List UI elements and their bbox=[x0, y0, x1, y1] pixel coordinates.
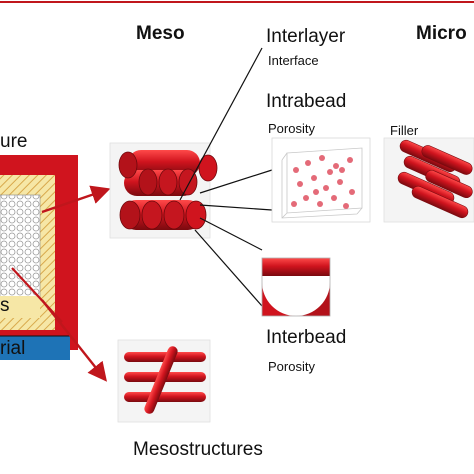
filler-cylinders bbox=[383, 137, 474, 223]
porosity-cube bbox=[271, 137, 371, 223]
meso-bead-stack bbox=[109, 142, 218, 239]
micro-header: Micro bbox=[416, 23, 467, 44]
intrabead-porosity-label: Porosity bbox=[268, 121, 315, 136]
filler-label: Filler bbox=[390, 123, 419, 138]
intrabead-label: Intrabead bbox=[266, 91, 347, 112]
meso-header: Meso bbox=[136, 23, 185, 44]
leader-lines bbox=[179, 47, 273, 307]
interbead-inset bbox=[261, 257, 331, 317]
macro-layer-label: s bbox=[0, 295, 10, 316]
arrow-to-mesostructures bbox=[41, 299, 107, 382]
arrow-to-meso bbox=[41, 185, 111, 214]
interbead-porosity-label: Porosity bbox=[268, 359, 315, 374]
mesostructures-label: Mesostructures bbox=[133, 439, 263, 460]
interlayer-label: Interlayer bbox=[266, 26, 346, 47]
macro-material-label: rial bbox=[0, 338, 26, 359]
macro-structure-label: ure bbox=[0, 131, 28, 152]
mesostructures-icon bbox=[117, 339, 211, 423]
macro-structure bbox=[0, 155, 78, 360]
interface-label: Interface bbox=[268, 53, 319, 68]
interbead-label: Interbead bbox=[266, 327, 347, 348]
